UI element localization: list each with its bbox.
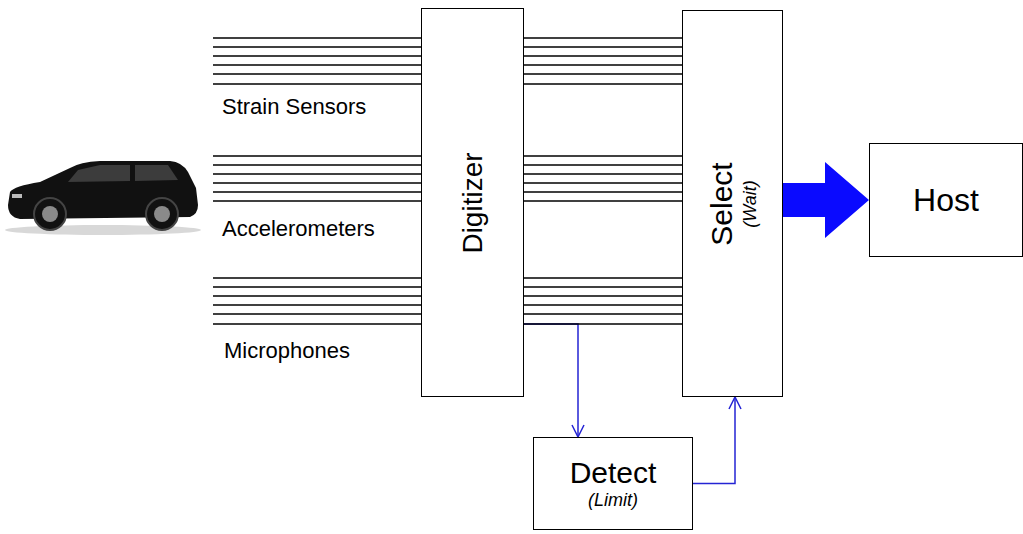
sensor-group-label: Strain Sensors (222, 94, 366, 120)
sensor-wire (213, 64, 421, 66)
host-box: Host (869, 143, 1023, 257)
select-box: Select(Wait) (682, 10, 783, 397)
bus-wire (524, 55, 682, 57)
bus-wire (524, 164, 682, 166)
bus-wire (524, 295, 682, 297)
text-group: Digitizer (456, 152, 488, 253)
sensor-wire (213, 164, 421, 166)
signal-arrow (524, 324, 578, 437)
sensor-wire (213, 304, 421, 306)
car-headlight (12, 194, 22, 198)
bus-wire (524, 173, 682, 175)
sensor-wire (213, 295, 421, 297)
sensor-group-label: Accelerometers (222, 216, 375, 242)
car-hub (154, 206, 170, 222)
bus-wire (524, 313, 682, 315)
sensor-wire (213, 200, 421, 202)
sensor-group-label: Microphones (224, 338, 350, 364)
bus-wire (524, 83, 682, 85)
input-wires (213, 38, 421, 324)
bus-wire (524, 277, 682, 279)
bus-wire (524, 155, 682, 157)
sensor-wire (213, 182, 421, 184)
sensor-wire (213, 323, 421, 325)
digitizer-box: Digitizer (421, 8, 524, 397)
sensor-wire (213, 46, 421, 48)
block-title: Digitizer (456, 152, 488, 253)
signal-arrow (693, 397, 735, 484)
sensor-wire (213, 191, 421, 193)
bus-wire (524, 37, 682, 39)
sensor-wire (213, 173, 421, 175)
sensor-wire (213, 83, 421, 85)
car-wheel (34, 198, 66, 230)
sensor-wire (213, 73, 421, 75)
sensor-wire (213, 286, 421, 288)
block-title: Select (705, 162, 740, 245)
sensor-wire (213, 313, 421, 315)
text-group: Detect(Limit) (570, 456, 657, 511)
car-picture (5, 161, 201, 235)
bus-wire (524, 46, 682, 48)
block-title: Host (913, 182, 979, 219)
bus-wire (524, 304, 682, 306)
sensor-wire (213, 55, 421, 57)
text-group: Select(Wait) (705, 162, 760, 245)
bus-wire (524, 64, 682, 66)
bus-wire (524, 286, 682, 288)
block-title: Detect (570, 456, 657, 491)
block-note: (Wait) (739, 162, 760, 245)
car-window (68, 165, 130, 182)
block-note: (Limit) (570, 490, 657, 511)
bus-wire (524, 191, 682, 193)
output-arrow (783, 162, 869, 238)
car-window (135, 165, 178, 181)
detect-box: Detect(Limit) (533, 437, 693, 530)
car-hub (42, 206, 58, 222)
car-wheel (146, 198, 178, 230)
bus-wire (524, 200, 682, 202)
bus-wire (524, 323, 682, 325)
sensor-wire (213, 155, 421, 157)
text-group: Host (913, 182, 979, 219)
sensor-wire (213, 277, 421, 279)
bus-wire (524, 73, 682, 75)
bus-wire (524, 182, 682, 184)
sensor-wire (213, 37, 421, 39)
